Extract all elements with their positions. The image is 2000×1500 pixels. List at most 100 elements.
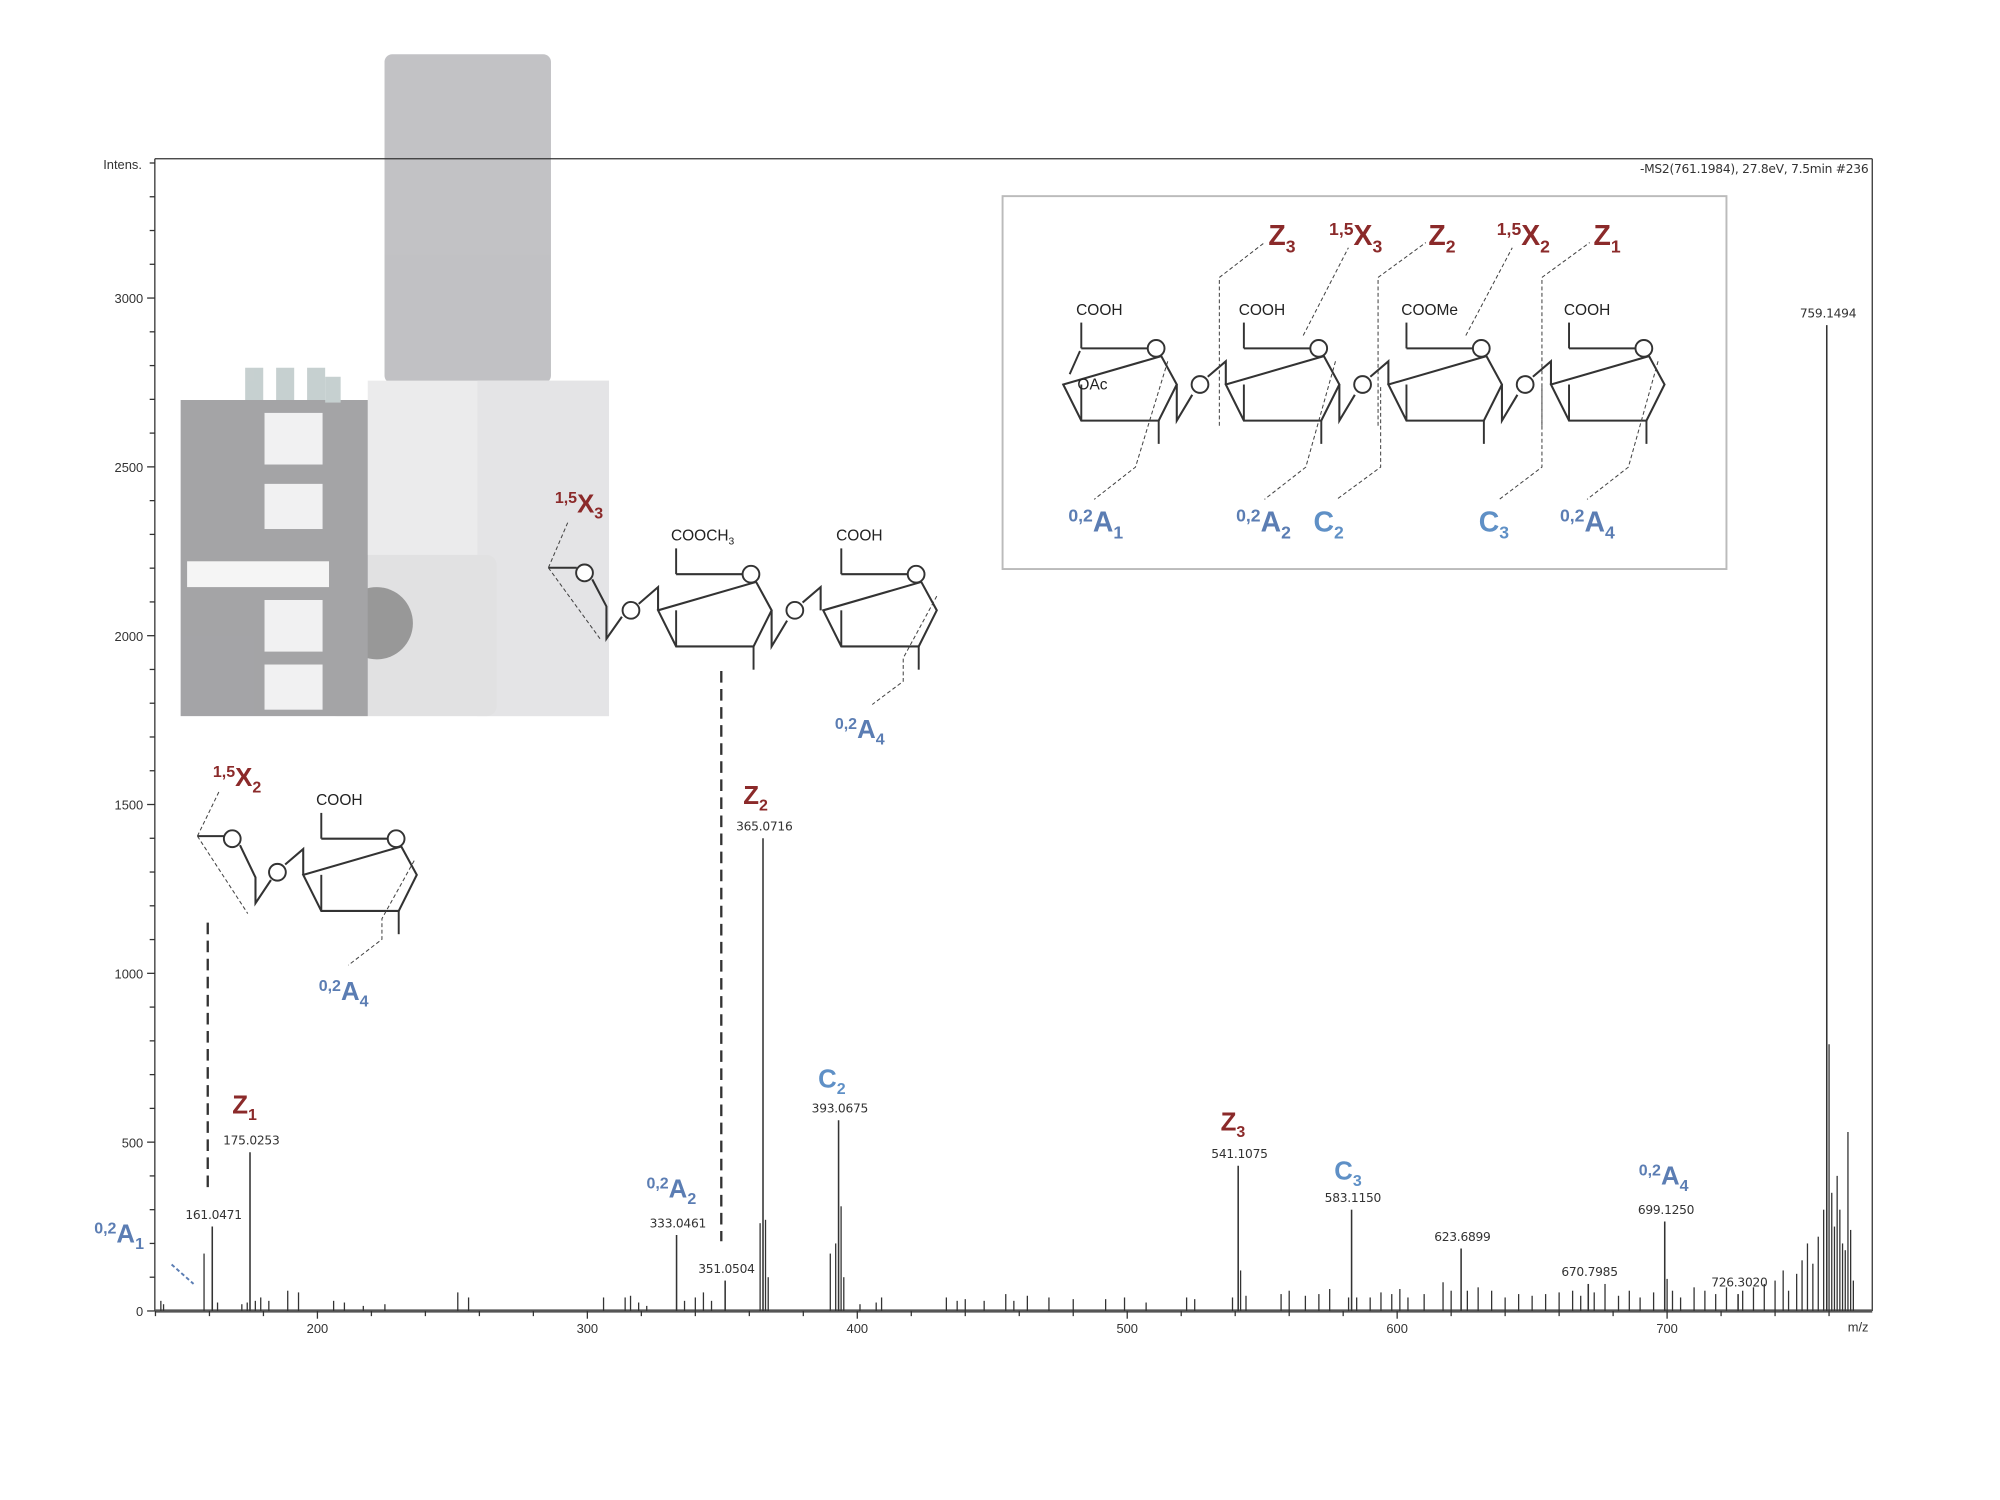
fragment-prefix: 0,2 [94, 1221, 116, 1238]
cleavage-line [1541, 242, 1590, 426]
ring-oxygen [741, 564, 761, 584]
fragment-prefix: 0,2 [1236, 506, 1261, 526]
fragment-label: C2 [818, 1066, 846, 1098]
glycosidic-oxygen [785, 600, 805, 620]
fragment-label: 0,2A2 [646, 1175, 696, 1207]
partial-ring [548, 566, 623, 642]
cleavage-line [348, 860, 415, 966]
fragment-index: 1 [1113, 523, 1123, 543]
fragment-ion: X [235, 764, 252, 792]
cleavage-line [1499, 387, 1543, 500]
fragment-ion: C [1334, 1157, 1353, 1185]
glycosidic-bond [638, 584, 660, 611]
fragment-index: 3 [1499, 523, 1509, 543]
instrument-photo [180, 54, 610, 717]
fragment-prefix: 0,2 [1068, 506, 1093, 526]
spectrum-title: -MS2(761.1984), 27.8eV, 7.5min #236 [1640, 162, 1869, 176]
glycosidic-bond [1175, 384, 1194, 425]
fragment-prefix: 0,2 [646, 1175, 668, 1192]
cleavage-line [1377, 242, 1427, 426]
ring-oxygen [1471, 339, 1491, 358]
fragment-index: 2 [1334, 523, 1344, 543]
fragment-index: 2 [1446, 236, 1456, 256]
peak-label: 759.1494 [1800, 306, 1857, 320]
fragment-ion: C [1479, 507, 1499, 539]
fragment-label: 0,2A1 [94, 1221, 144, 1253]
left-bottom-fragment-label: 0,2A4 [319, 978, 369, 1010]
inset-bottom-fragment-label: 0,2A1 [1068, 506, 1123, 543]
cleavage-line [1264, 361, 1336, 500]
fragment-prefix: 0,2 [1639, 1162, 1661, 1179]
cleavage-line [1586, 361, 1659, 500]
x-tick-label: 400 [847, 1321, 869, 1336]
middle-bottom-fragment-label: 0,2A4 [835, 716, 885, 748]
peak-label: 365.0716 [736, 820, 793, 834]
cleavage-line [871, 595, 938, 705]
fragment-index: 1 [1611, 236, 1621, 256]
fragment-index: 3 [594, 506, 603, 523]
fragment-ion: A [1093, 507, 1114, 539]
inset-bottom-fragment-label: 0,2A4 [1560, 506, 1615, 543]
peak-label: 699.1250 [1638, 1203, 1694, 1217]
fragment-index: 2 [1540, 236, 1550, 256]
substituent-label: COOMe [1401, 302, 1458, 319]
y-tick-label: 2000 [115, 629, 144, 644]
partial-ring [197, 835, 272, 907]
y-tick-label: 3000 [115, 291, 144, 306]
fragment-label: C3 [1334, 1157, 1362, 1189]
substituent-label: COOH [316, 792, 362, 809]
y-tick-label: 1000 [115, 966, 144, 981]
fragment-ion: A [857, 716, 876, 744]
ring-oxygen [1634, 339, 1654, 358]
y-axis-label: Intens. [103, 157, 142, 172]
peak-label: 670.7985 [1561, 1265, 1617, 1279]
substituent-label: COOH [1564, 302, 1610, 319]
cleavage-line [1093, 361, 1169, 500]
fragment-ion: A [669, 1175, 688, 1203]
inset-top-fragment-label: 1,5X2 [1497, 219, 1550, 256]
x-tick-label: 300 [577, 1321, 599, 1336]
sugar-ring: COOMe [1386, 302, 1504, 444]
peak-label: 541.1075 [1211, 1147, 1267, 1161]
fragment-index: 1 [135, 1236, 144, 1253]
x-tick-label: 700 [1656, 1321, 1678, 1336]
glycosidic-oxygen [1353, 375, 1372, 394]
cleavage-line [1465, 247, 1513, 336]
cleavage-line [547, 522, 601, 640]
x-tick-label: 600 [1386, 1321, 1408, 1336]
sugar-ring: COOH [301, 792, 418, 935]
fragment-index: 4 [360, 993, 369, 1010]
fragment-index: 1 [248, 1107, 257, 1124]
ring-oxygen [575, 563, 594, 583]
peak-label: 351.0504 [698, 1262, 755, 1276]
cleavage-line [196, 790, 249, 914]
fragment-label: 0,2A4 [1639, 1162, 1689, 1194]
fragment-prefix: 1,5 [1497, 219, 1522, 239]
ring-bonds [656, 573, 773, 648]
fragment-index: 3 [1372, 236, 1382, 256]
inset-top-fragment-label: Z3 [1268, 220, 1295, 256]
inset-top-fragment-label: 1,5X3 [1329, 219, 1382, 256]
substituent-label: COOCH3 [671, 528, 735, 548]
fragment-prefix: 0,2 [319, 978, 341, 995]
inset-bottom-fragment-label: C3 [1479, 507, 1509, 543]
glycosidic-bond [770, 610, 788, 651]
peak-label: 333.0461 [650, 1216, 706, 1230]
fragment-ion: A [116, 1221, 135, 1249]
fragment-ion: Z [232, 1092, 248, 1120]
glycosidic-oxygen [268, 862, 287, 882]
sugar-ring: COOH [1061, 302, 1178, 444]
fragment-prefix: 1,5 [1329, 219, 1354, 239]
fragment-label: Z2 [743, 782, 768, 814]
fragment-ion: C [1314, 507, 1335, 539]
ring-oxygen [1146, 339, 1166, 358]
ring-bonds [821, 573, 938, 648]
fragment-index: 2 [759, 797, 768, 814]
ring-bonds [1386, 347, 1504, 422]
glycosidic-oxygen [1515, 375, 1535, 394]
cleavage-line [1302, 247, 1349, 336]
fragment-ion: A [1661, 1163, 1680, 1191]
fragment-label: Z1 [232, 1092, 257, 1124]
y-tick-label: 2500 [115, 460, 144, 475]
